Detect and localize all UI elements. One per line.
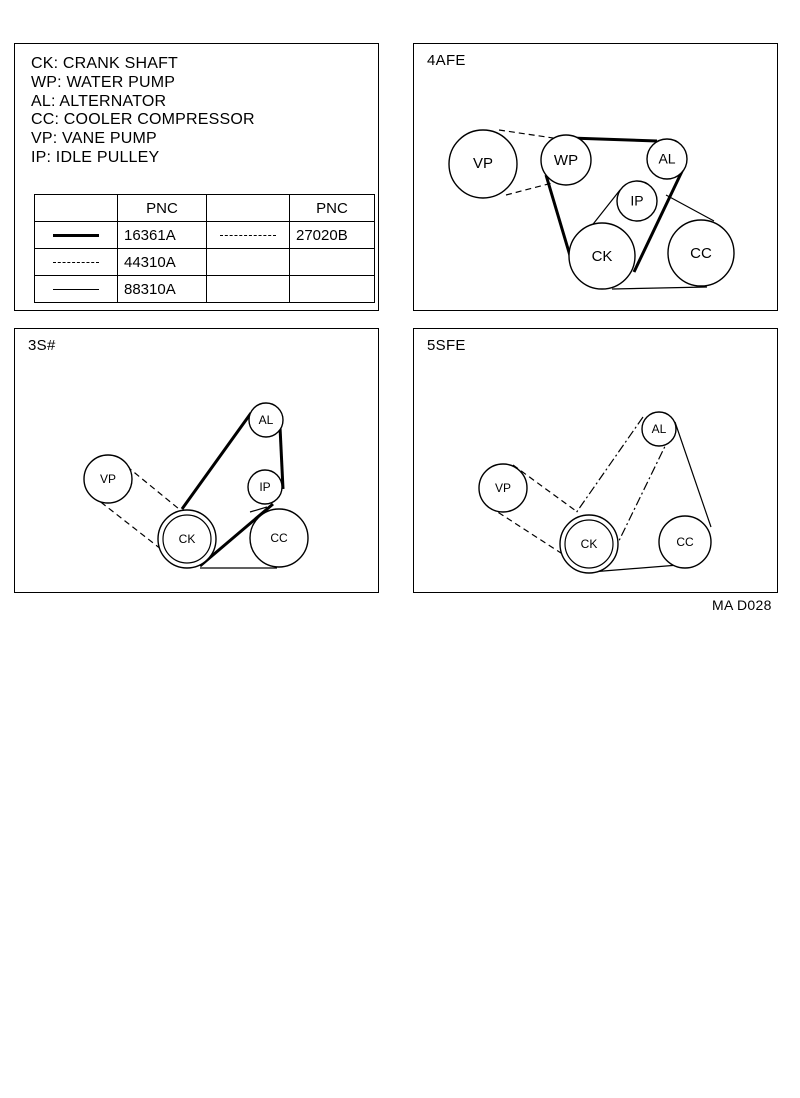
pulley-wp [540, 134, 592, 186]
belt-dashdot-left [575, 416, 644, 514]
line-sample-dash-dot [206, 221, 290, 249]
table-row: 16361A 27020B [34, 221, 375, 249]
pnc-table: PNC PNC 16361A 27020B 44310A 88310A [34, 194, 375, 303]
header-blank [34, 194, 118, 222]
belt-dashed-upper [498, 129, 561, 140]
pulley-label-al: AL [652, 422, 667, 436]
pnc-code: 88310A [117, 275, 207, 303]
pulley-label-ip: IP [259, 480, 270, 494]
abbreviation-vp: VP: VANE PUMP [31, 130, 157, 148]
pulley-al [248, 402, 284, 438]
belt-thin-right [674, 421, 712, 528]
pulley-ip [616, 180, 658, 222]
pulley-ip [247, 469, 283, 505]
pulley-label-al: AL [259, 413, 274, 427]
empty-cell [289, 275, 375, 303]
belt-thick-left [544, 174, 573, 260]
figure-id: MA D028 [712, 597, 772, 613]
belt-thick-lower [199, 502, 274, 568]
line-sample-thick [34, 221, 118, 249]
pnc-table-header: PNC PNC [34, 194, 375, 222]
pulley-label-wp: WP [554, 152, 578, 169]
pulley-ck [568, 222, 636, 290]
belt-dashed-lower [489, 506, 565, 556]
diagram-title: 5SFE [427, 337, 466, 354]
belt-diagram-3s: VP AL IP CK CC [83, 402, 309, 569]
diagram-3s: 3S# VP AL IP CK CC [14, 328, 379, 593]
pulley-cc [249, 508, 309, 568]
belt-diagram-4afe: VP WP AL IP CK CC [448, 129, 735, 290]
abbreviation-al: AL: ALTERNATOR [31, 92, 167, 110]
belt-dashdot-right [613, 435, 671, 552]
belt-dashed-lower [92, 495, 167, 554]
pulley-label-ck: CK [592, 248, 613, 265]
pulley-label-vp: VP [495, 481, 511, 495]
line-sample-thin [34, 275, 118, 303]
abbreviation-cc: CC: COOLER COMPRESSOR [31, 111, 255, 129]
pulley-al [641, 411, 677, 447]
table-row: 44310A [34, 248, 375, 276]
pulley-vp [448, 129, 518, 199]
belt-thin-top [249, 506, 268, 513]
pulley-ck-outer [559, 514, 619, 574]
belt-diagram-5sfe: VP AL CK CC [478, 411, 712, 574]
pulley-vp [83, 454, 133, 504]
pulley-vp [478, 463, 528, 513]
pulley-label-cc: CC [270, 531, 288, 545]
pulley-ck-outer [157, 509, 217, 569]
table-row: 88310A [34, 275, 375, 303]
pulley-label-ck: CK [581, 537, 598, 551]
belt-dashed-upper [512, 464, 577, 512]
pulley-label-ip: IP [630, 193, 643, 209]
diagram-4afe: 4AFE VP WP AL IP CK CC [413, 43, 778, 311]
belt-thick-right [278, 426, 285, 490]
empty-cell [289, 248, 375, 276]
pulley-label-ck: CK [179, 532, 196, 546]
header-pnc-right: PNC [289, 194, 375, 222]
belt-thick-left [180, 412, 253, 510]
diagram-title: 4AFE [427, 52, 466, 69]
pulley-ck [564, 519, 614, 569]
pulley-al [646, 138, 688, 180]
belt-thin-bottom [611, 286, 708, 290]
pnc-code: 27020B [289, 221, 375, 249]
belt-thick-top [569, 136, 658, 143]
pnc-code: 44310A [117, 248, 207, 276]
abbreviation-wp: WP: WATER PUMP [31, 73, 176, 91]
pulley-cc [667, 219, 735, 287]
abbreviation-ck: CK: CRANK SHAFT [31, 55, 179, 72]
pnc-code: 16361A [117, 221, 207, 249]
pulley-label-cc: CC [690, 245, 712, 262]
line-sample-dashed [34, 248, 118, 276]
legend-panel: CK: CRANK SHAFT WP: WATER PUMP AL: ALTER… [14, 43, 379, 311]
pulley-label-cc: CC [676, 535, 694, 549]
empty-cell [206, 275, 290, 303]
abbreviation-list: CK: CRANK SHAFT WP: WATER PUMP AL: ALTER… [31, 55, 255, 168]
empty-cell [206, 248, 290, 276]
pulley-label-vp: VP [473, 155, 493, 172]
header-blank [206, 194, 290, 222]
diagram-title: 3S# [28, 337, 56, 354]
belt-thin-ip [589, 189, 621, 229]
pulley-ck [162, 514, 212, 564]
belt-thin-cc-top [665, 194, 715, 222]
diagram-5sfe: 5SFE VP AL CK CC [413, 328, 778, 593]
header-pnc-left: PNC [117, 194, 207, 222]
pulley-label-vp: VP [100, 472, 116, 486]
belt-thick-right [632, 164, 687, 273]
pulley-label-al: AL [658, 151, 675, 167]
pulley-cc [658, 515, 712, 569]
abbreviation-ip: IP: IDLE PULLEY [31, 148, 160, 166]
